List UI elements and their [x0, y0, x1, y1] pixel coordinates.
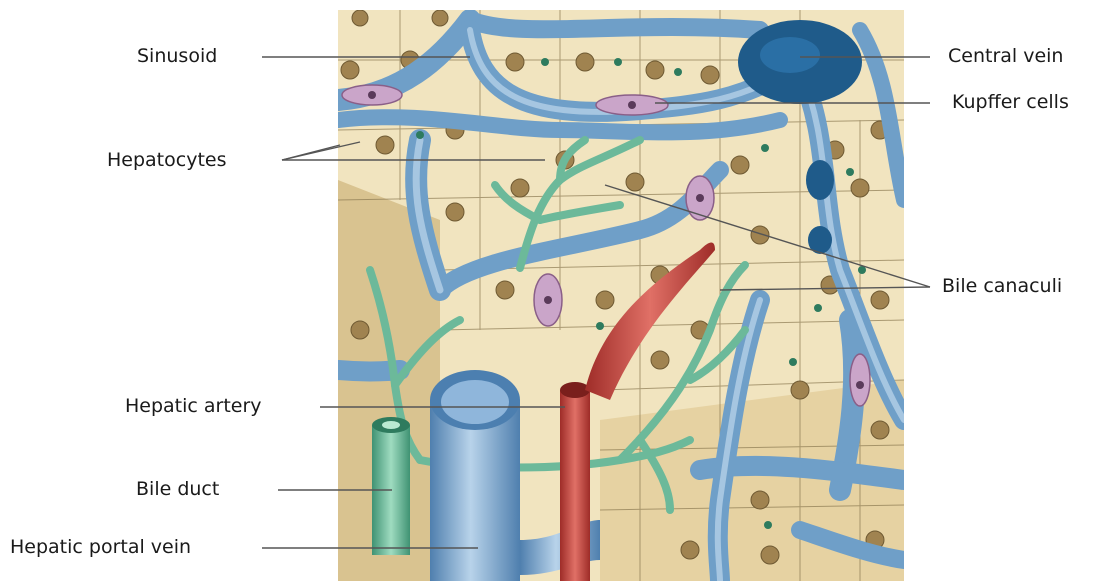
label-hepatocytes: Hepatocytes: [107, 149, 226, 171]
tissue-block: [338, 10, 904, 581]
label-hepatic-artery: Hepatic artery: [125, 395, 262, 417]
label-sinusoid: Sinusoid: [137, 45, 217, 67]
label-central-vein: Central vein: [948, 45, 1063, 67]
bile-duct-shape: [372, 417, 410, 555]
label-hepatic-portal-vein: Hepatic portal vein: [10, 536, 191, 558]
label-bile-canaculi: Bile canaculi: [942, 275, 1062, 297]
label-bile-duct: Bile duct: [136, 478, 219, 500]
label-kupffer-cells: Kupffer cells: [952, 91, 1069, 113]
